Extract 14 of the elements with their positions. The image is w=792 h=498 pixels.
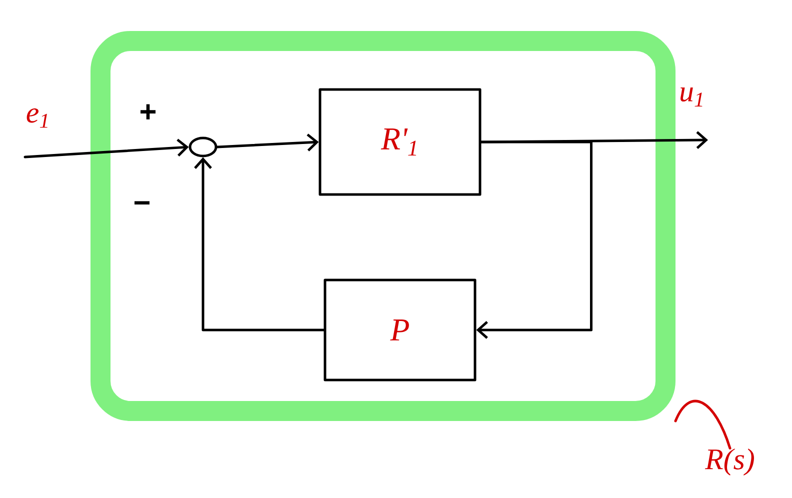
- block-box: R'$_{1}$: [318, 88, 482, 196]
- arrow: [24, 138, 189, 158]
- signal-label: e$_{1}$: [26, 108, 48, 128]
- arrow: [476, 140, 592, 339]
- arrow: [194, 157, 325, 332]
- sign-label: −: [134, 201, 150, 204]
- boundary-outline: [90, 31, 676, 421]
- signal-label: u$_{1}$: [680, 88, 702, 106]
- leader-line: [674, 400, 732, 450]
- block-name: R(s): [704, 448, 754, 476]
- arrow: [216, 134, 319, 152]
- sign-label: +: [140, 104, 156, 120]
- summing-junction: [188, 136, 218, 158]
- block-box: P: [324, 278, 476, 382]
